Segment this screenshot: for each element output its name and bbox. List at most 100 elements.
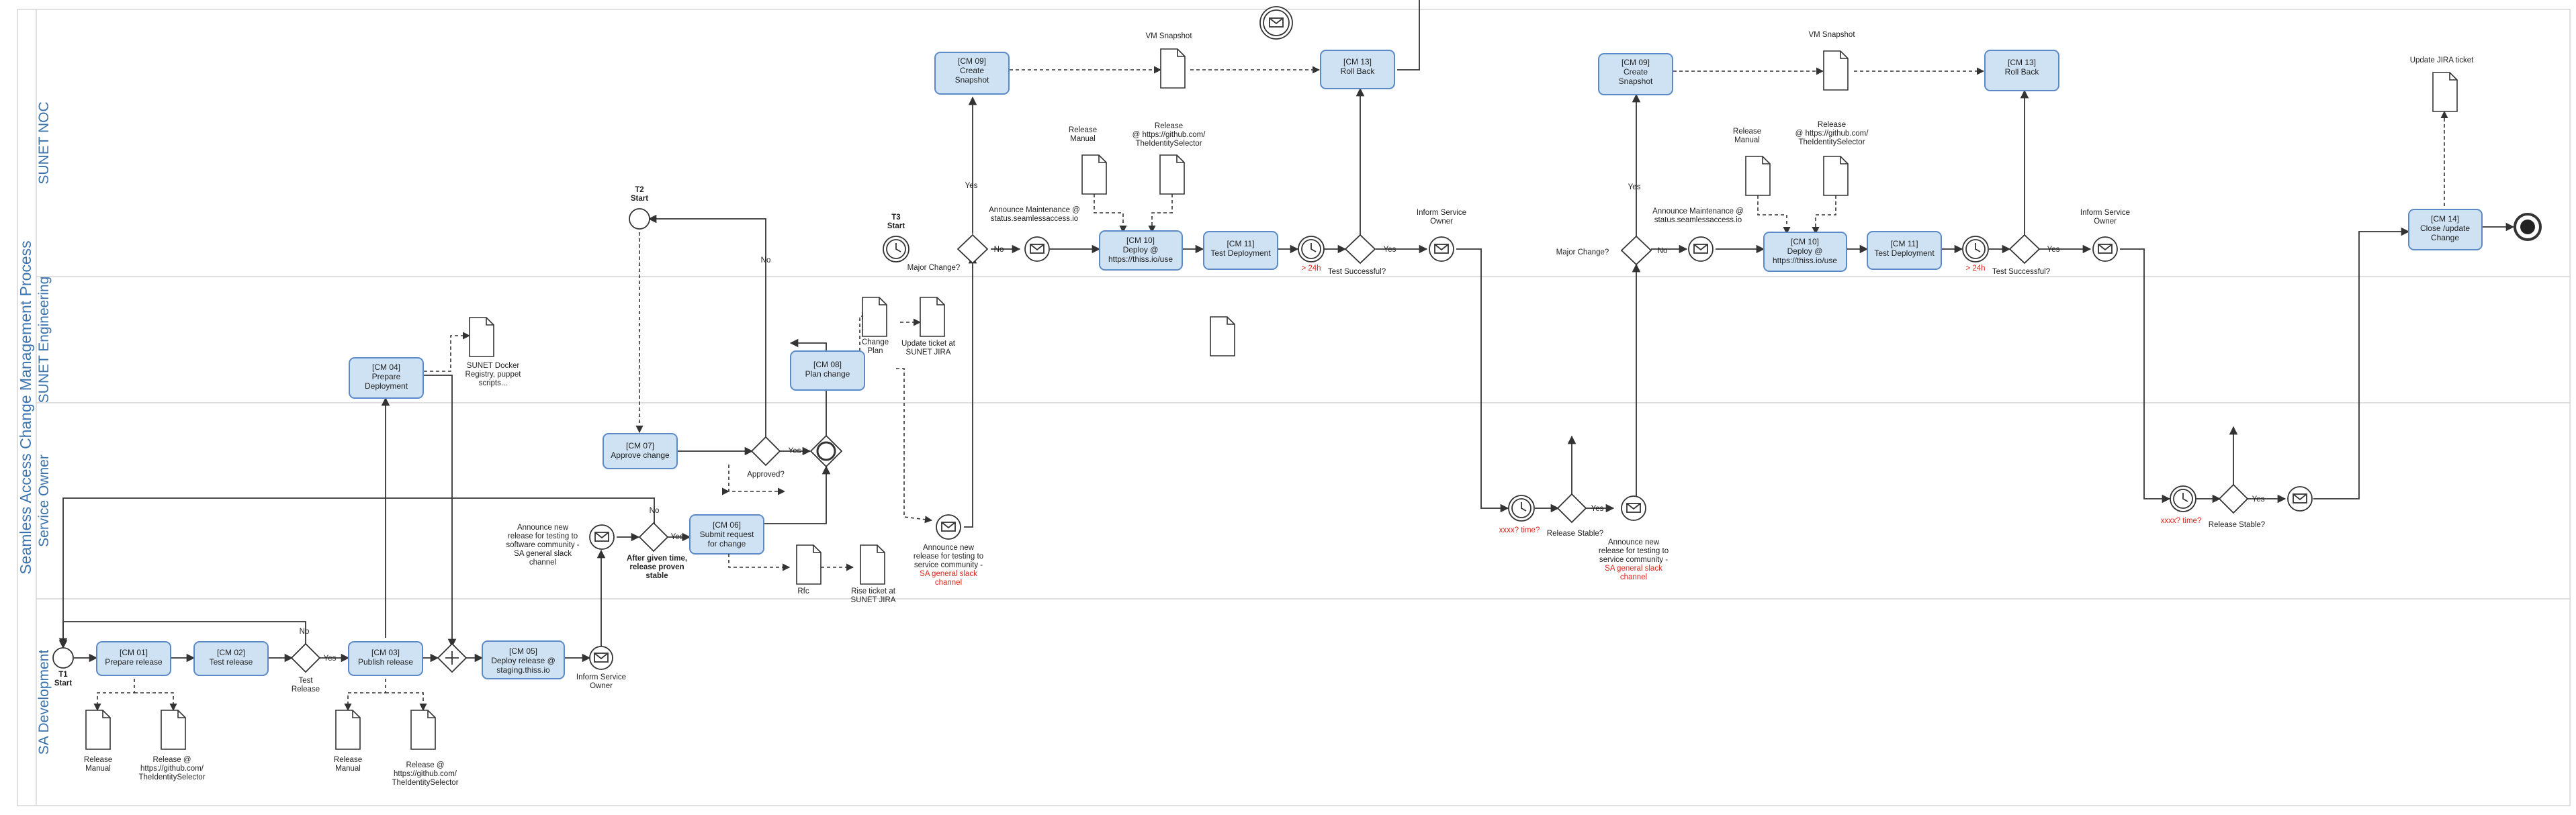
cm11a-id: [CM 11]: [1227, 239, 1254, 248]
stable-a-label: Release Stable?: [1547, 530, 1603, 538]
document-icon: [1081, 154, 1107, 195]
lane-sa-development: [36, 598, 2571, 806]
flow-label-no: No: [761, 256, 771, 265]
task-cm13-b[interactable]: [1984, 50, 2059, 91]
lane-label-owner: Service Owner: [36, 454, 52, 547]
task-cm10-a[interactable]: [1099, 230, 1183, 271]
task-cm04[interactable]: [349, 357, 424, 399]
cm02-name: Test release: [210, 657, 253, 667]
flow-label-yes: Yes: [671, 533, 684, 541]
cm08-id: [CM 08]: [813, 360, 842, 369]
cm14-name-2: Change: [2431, 233, 2459, 242]
cm10b-name-1: Deploy @: [1787, 246, 1823, 256]
task-cm03[interactable]: [348, 641, 423, 676]
doc-github-label: Release @https://github.com/TheIdentityS…: [138, 756, 205, 781]
clock-icon: [1311, 243, 1317, 252]
stable-b-label: Release Stable?: [2209, 521, 2265, 529]
cm13b-id: [CM 13]: [2008, 58, 2036, 67]
task-cm05[interactable]: [482, 640, 565, 679]
task-cm07[interactable]: [603, 433, 678, 469]
cm09a-name-2: Snapshot: [955, 75, 989, 85]
document-icon: [85, 710, 111, 750]
flow-label-yes: Yes: [1591, 505, 1604, 513]
lane-service-owner: [36, 402, 2571, 600]
gateway-after-time: [638, 522, 669, 553]
cm04-name-1: Prepare: [372, 372, 401, 381]
task-cm13-a[interactable]: [1320, 50, 1395, 89]
cm05-name-2: staging.thiss.io: [496, 665, 550, 675]
cm10b-id: [CM 10]: [1791, 237, 1819, 246]
sequence-flows: [58, 0, 2515, 663]
document-icon: [2432, 72, 2458, 112]
flow-label-no: No: [650, 507, 660, 515]
cm14-name-1: Close /update: [2420, 224, 2470, 233]
cm11a-name: Test Deployment: [1210, 248, 1271, 258]
cm06-name-2: for change: [708, 539, 746, 548]
vm-snapshot-a-label: VM Snapshot: [1145, 32, 1192, 40]
task-cm11-b[interactable]: [1867, 231, 1942, 270]
svg-text:[CM 10]Deploy @https://thiss.i: [CM 10]Deploy @https://thiss.io/use: [1773, 237, 1837, 265]
document-icon: [1823, 156, 1849, 196]
cm03-name: Publish release: [358, 657, 413, 667]
cm04-id: [CM 04]: [372, 363, 400, 372]
timer-24h-b-label: > 24h: [1965, 265, 1985, 273]
cm08-name: Plan change: [805, 369, 850, 379]
lane-sunet-engineering: [36, 276, 2571, 403]
major-b-label: Major Change?: [1556, 248, 1609, 256]
task-cm02[interactable]: [193, 641, 269, 676]
task-cm06[interactable]: [689, 514, 764, 555]
gateway-stable-b: [2218, 483, 2249, 514]
task-cm10-b[interactable]: [1763, 232, 1847, 272]
noc-github-a-label: Release@ https://github.com/TheIdentityS…: [1132, 122, 1206, 148]
clock-icon: [1975, 243, 1981, 252]
associations: [93, 66, 2448, 712]
flow-label-yes: Yes: [1384, 246, 1396, 254]
lane-label-eng: SUNET Engineering: [36, 277, 52, 403]
announce-maint-b-label: Announce Maintenance @status.seamlessacc…: [1652, 207, 1744, 224]
task-cm09-a[interactable]: [934, 52, 1010, 95]
task-cm09-b[interactable]: [1598, 53, 1673, 95]
svg-text:[CM 11]Test Deployment: [CM 11]Test Deployment: [1874, 239, 1935, 258]
cm06-id: [CM 06]: [713, 520, 741, 530]
cm01-id: [CM 01]: [120, 648, 148, 657]
flow-label-no: No: [994, 246, 1004, 254]
cm04-name-2: Deployment: [365, 381, 408, 391]
update-jira-label: Update JIRA ticket: [2410, 56, 2474, 64]
plus-icon: [445, 651, 459, 665]
cm10a-name-2: https://thiss.io/use: [1108, 254, 1173, 264]
gateway-approved: [750, 436, 781, 467]
flow-labels: Yes No Yes No Yes No Yes No Yes Yes Yes …: [300, 182, 2265, 663]
cm09b-name-2: Snapshot: [1619, 77, 1653, 86]
document-icon: [1160, 48, 1186, 89]
cm09b-name-1: Create: [1624, 67, 1648, 77]
cm13b-name: Roll Back: [2005, 67, 2040, 77]
task-cm08[interactable]: [790, 350, 865, 391]
task-cm01[interactable]: [96, 641, 171, 676]
document-icon: [862, 297, 887, 337]
document-icon: [860, 544, 885, 585]
doc-github2-label: Release @https://github.com/TheIdentityS…: [392, 761, 458, 787]
document-icon: [920, 297, 945, 337]
major-a-label: Major Change?: [907, 264, 961, 272]
cm10a-name-1: Deploy @: [1123, 245, 1159, 254]
approved-label: Approved?: [747, 471, 785, 479]
rfc-label: Rfc: [797, 587, 809, 595]
task-cm11-a[interactable]: [1203, 231, 1278, 270]
cm09a-id: [CM 09]: [958, 56, 986, 66]
task-cm14[interactable]: [2408, 209, 2483, 250]
noc-github-b-label: Release@ https://github.com/TheIdentityS…: [1795, 121, 1869, 146]
flow-label-no: No: [1658, 247, 1668, 255]
